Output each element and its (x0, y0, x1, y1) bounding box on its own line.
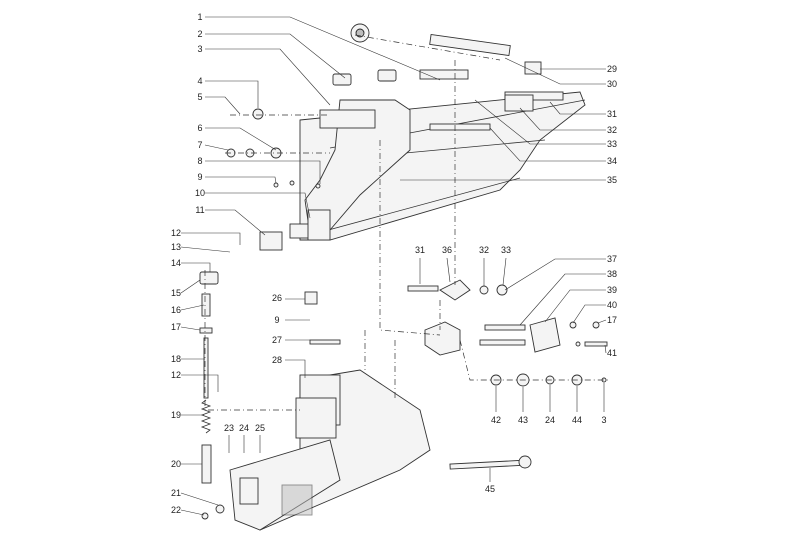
callout-left-8: 9 (197, 172, 202, 182)
callout-middle-6: 27 (272, 335, 282, 345)
callout-left-3: 4 (197, 76, 202, 86)
callout-left-9: 10 (195, 188, 205, 198)
callout-right-9: 39 (607, 285, 617, 295)
callout-bottom-0: 42 (491, 415, 501, 425)
leader-right-11 (597, 319, 607, 324)
bracket-assembly (407, 279, 608, 387)
callout-middle-2: 32 (479, 245, 489, 255)
callout-bottom-4: 3 (601, 415, 606, 425)
leader-left-9 (205, 192, 311, 219)
callout-right-10: 40 (607, 300, 617, 310)
leader-right-1 (504, 57, 606, 85)
leader-left-22 (180, 509, 205, 516)
callout-right-11: 17 (607, 315, 617, 325)
leader-left-5 (205, 127, 277, 151)
leader-left-7 (205, 160, 321, 184)
upper-small-parts (226, 69, 397, 251)
callout-right-1: 30 (607, 79, 617, 89)
callout-middle-9: 24 (239, 423, 249, 433)
callout-middle-10: 25 (255, 423, 265, 433)
leader-middle-7 (285, 359, 306, 378)
callout-middle-3: 33 (501, 245, 511, 255)
callout-right-3: 32 (607, 125, 617, 135)
leader-left-13 (181, 262, 211, 272)
main-arm (299, 91, 586, 241)
callout-left-20: 20 (171, 459, 181, 469)
leader-right-10 (572, 304, 606, 324)
callout-left-19: 19 (171, 410, 181, 420)
callout-bottom-3: 44 (572, 415, 582, 425)
leader-lines (180, 16, 607, 516)
callout-left-16: 17 (171, 322, 181, 332)
callout-bottom-2: 24 (545, 415, 555, 425)
hydraulic-cylinder (350, 23, 564, 131)
callout-left-10: 11 (195, 205, 204, 215)
callout-middle-7: 28 (272, 355, 282, 365)
leader-left-15 (180, 304, 205, 311)
callout-left-21: 21 (171, 488, 181, 498)
leader-left-10 (205, 209, 266, 236)
leader-right-7 (504, 258, 606, 291)
callout-left-18: 12 (171, 370, 181, 380)
leader-left-3 (205, 80, 259, 108)
leader-left-18 (181, 374, 219, 392)
leader-left-2 (205, 48, 331, 106)
callout-left-7: 8 (197, 156, 202, 166)
leader-left-1 (205, 33, 346, 79)
callout-bottom-5: 45 (485, 484, 495, 494)
callout-left-13: 14 (171, 258, 181, 268)
callout-right-5: 34 (607, 156, 617, 166)
callout-left-12: 13 (171, 242, 181, 252)
callout-bottom-1: 43 (518, 415, 528, 425)
leader-right-3 (519, 107, 606, 131)
leader-left-6 (204, 144, 229, 151)
center-lines (204, 34, 610, 411)
leader-right-9 (544, 289, 606, 323)
callout-right-8: 38 (607, 269, 617, 279)
callout-left-1: 2 (197, 29, 202, 39)
callout-left-15: 16 (171, 305, 181, 315)
callout-right-7: 37 (607, 254, 617, 264)
callout-labels: 1234567891011121314151617181219202122293… (171, 12, 617, 515)
callout-right-4: 33 (607, 139, 617, 149)
callout-left-2: 3 (197, 44, 202, 54)
callout-left-4: 5 (197, 92, 202, 102)
callout-left-22: 22 (171, 505, 181, 515)
callout-right-12: 41 (607, 348, 617, 358)
leader-left-8 (205, 176, 277, 184)
leader-middle-1 (446, 257, 451, 283)
callout-middle-8: 23 (224, 423, 234, 433)
callout-left-11: 12 (171, 228, 181, 238)
callout-middle-4: 26 (272, 293, 282, 303)
callout-right-6: 35 (607, 175, 617, 185)
callout-middle-5: 9 (274, 315, 279, 325)
left-column-assembly (199, 271, 225, 520)
leader-right-12 (604, 344, 607, 354)
leader-right-2 (549, 101, 606, 115)
callout-left-17: 18 (171, 354, 181, 364)
leader-right-8 (519, 273, 606, 326)
callout-right-2: 31 (607, 109, 617, 119)
callout-left-6: 7 (197, 140, 202, 150)
callout-right-0: 29 (607, 64, 617, 74)
leader-left-12 (180, 246, 231, 253)
lower-frame (229, 291, 431, 531)
leader-left-21 (180, 492, 219, 506)
leader-left-14 (180, 279, 201, 294)
callout-left-0: 1 (197, 12, 202, 22)
leader-left-0 (205, 16, 441, 81)
leader-left-11 (181, 232, 241, 245)
leader-right-4 (474, 99, 606, 145)
long-pin (449, 455, 532, 470)
callout-middle-0: 31 (415, 245, 425, 255)
leader-right-5 (489, 127, 606, 162)
callout-left-5: 6 (197, 123, 202, 133)
leader-left-16 (180, 326, 201, 331)
leader-left-4 (205, 96, 241, 115)
callout-middle-1: 36 (442, 245, 452, 255)
leader-middle-3 (502, 257, 507, 286)
callout-left-14: 15 (171, 288, 181, 298)
